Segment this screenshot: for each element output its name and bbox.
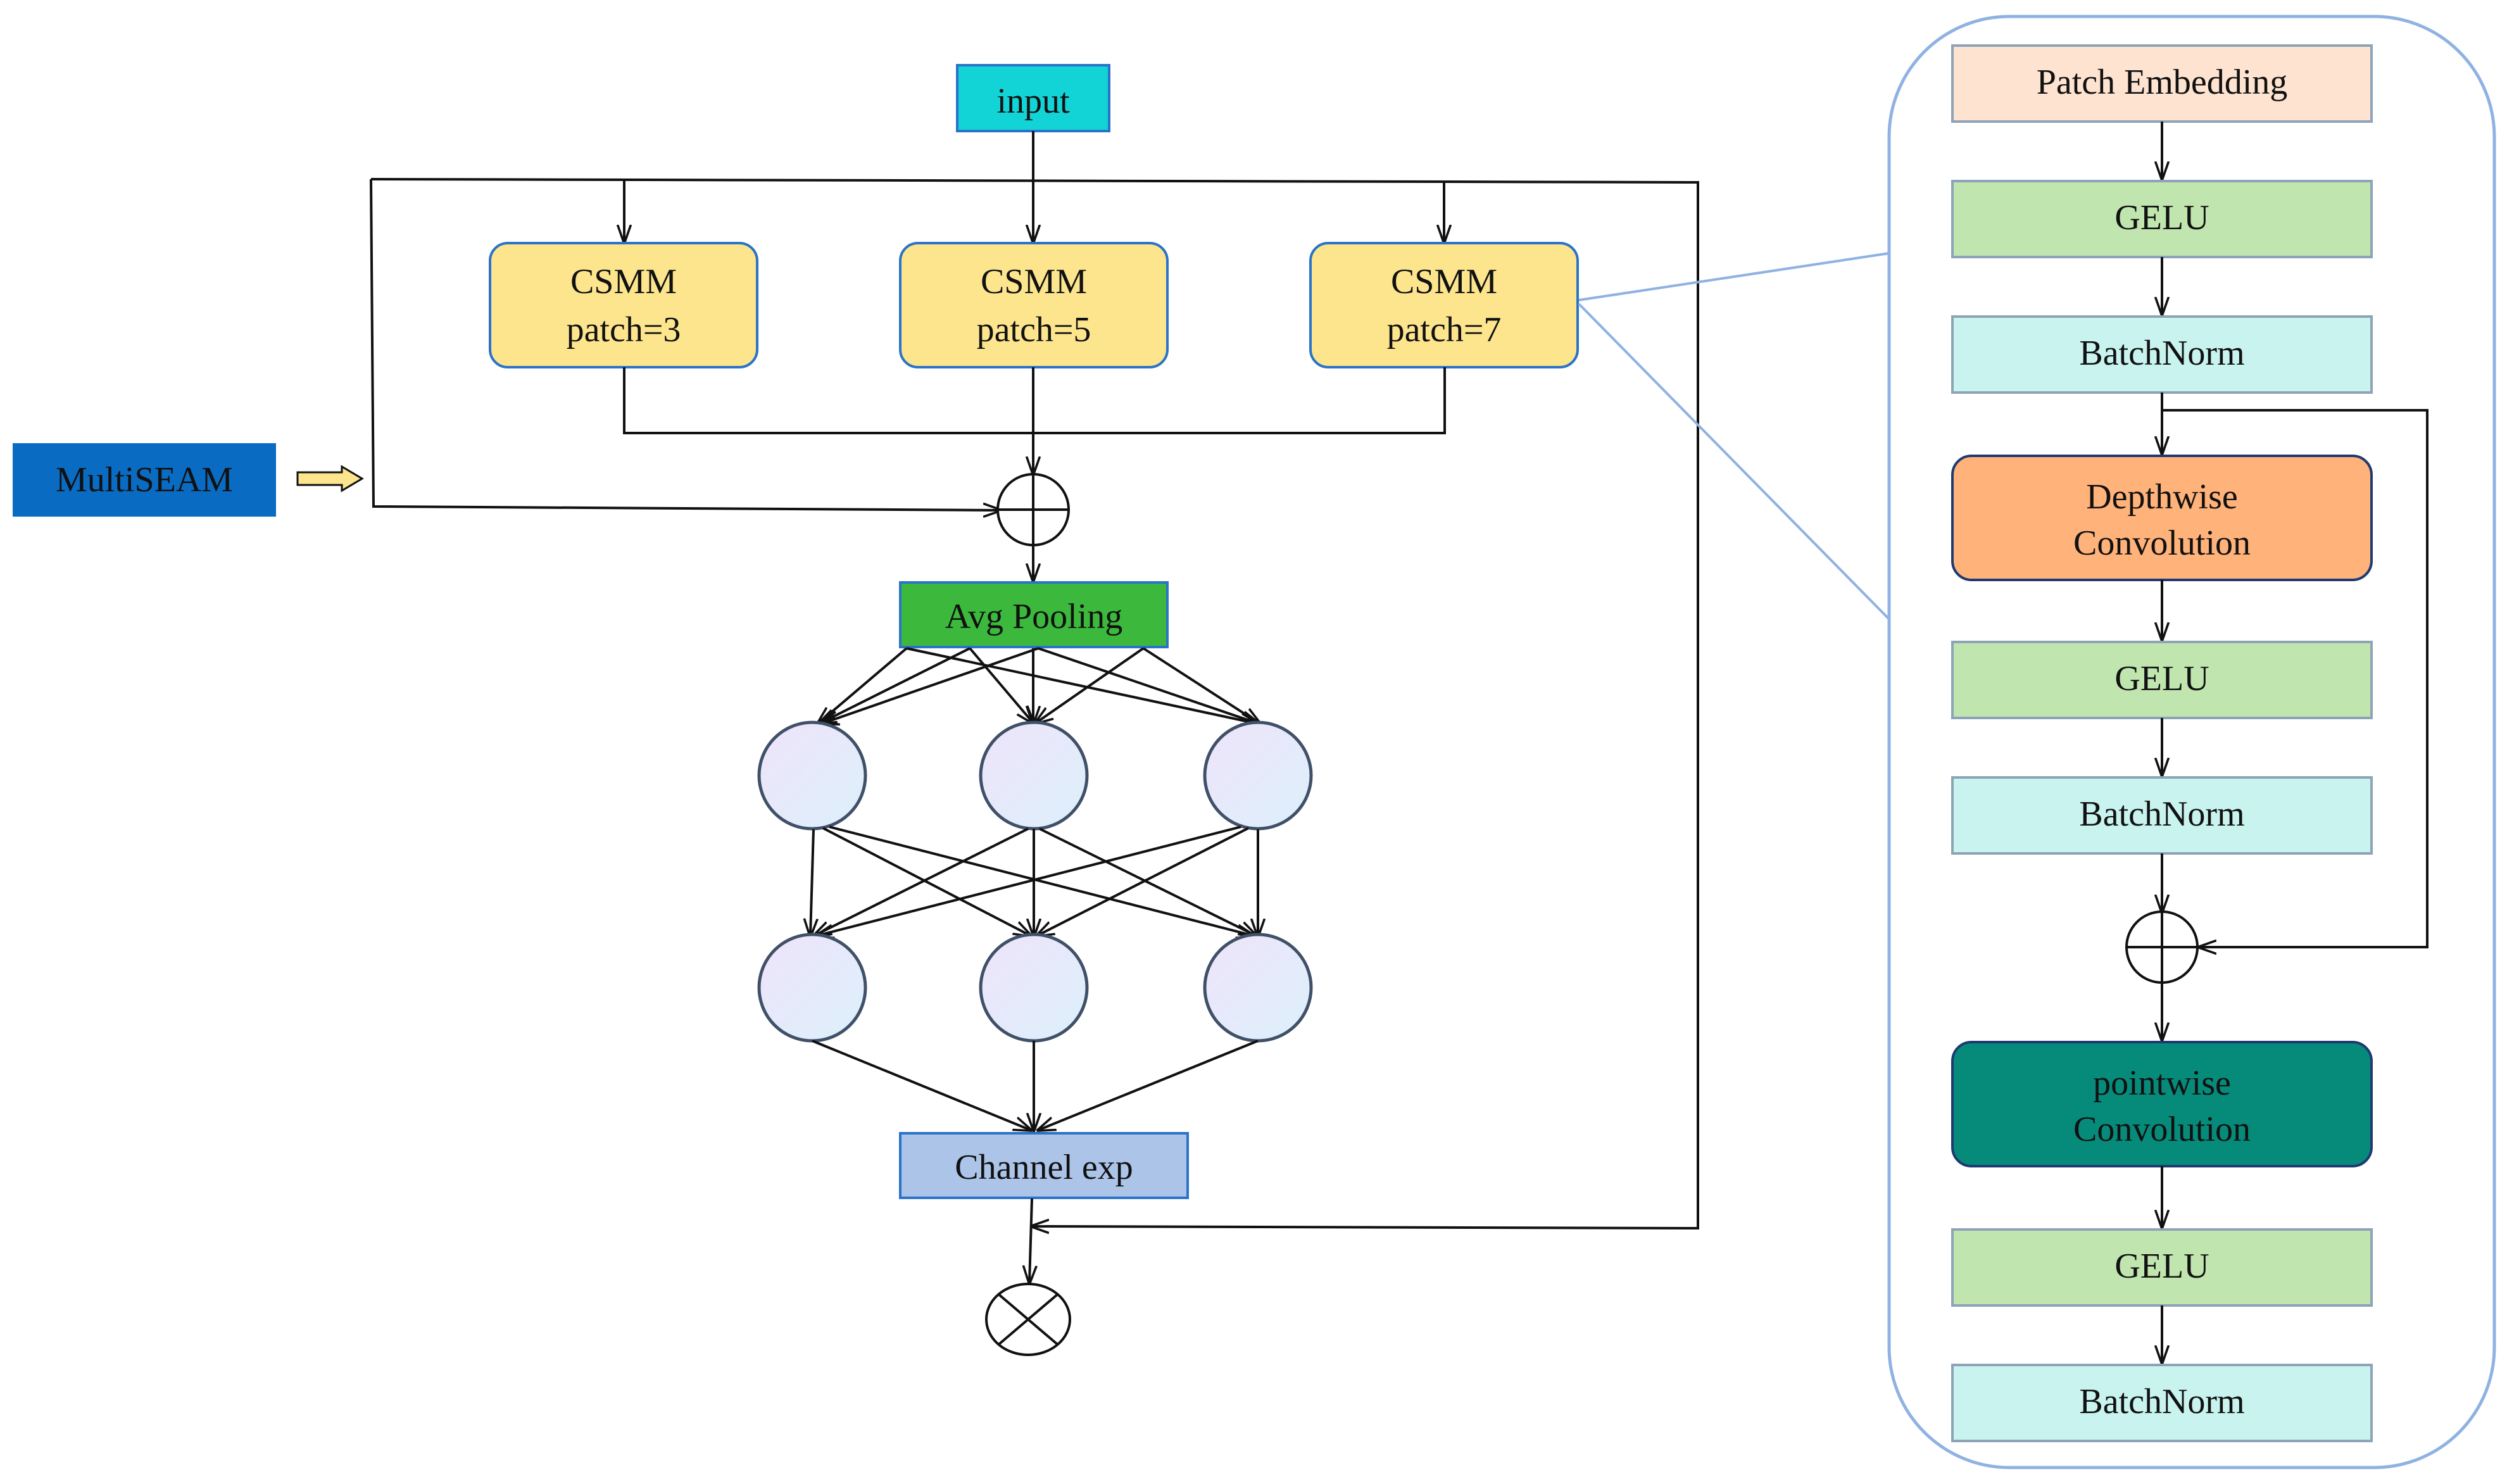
avg-pooling-box [899, 581, 1169, 648]
patch-embedding-box [1951, 44, 2373, 123]
layer1-to-layer2-edges [810, 826, 1258, 936]
hidden-node-1-3 [1203, 720, 1313, 831]
csmm-5-line1: CSMM [981, 262, 1087, 301]
arrow-to-multiply [1029, 1198, 1032, 1283]
avgpool-to-layer1-edges [818, 647, 1260, 724]
hidden-node-1-1 [757, 720, 867, 831]
depthwise-conv-line1: Depthwise [2086, 477, 2238, 517]
gelu-box-1 [1951, 180, 2373, 258]
hidden-node-1-2 [979, 720, 1089, 831]
pointwise-conv-line1: pointwise [2093, 1064, 2231, 1103]
input-label: input [996, 82, 1070, 121]
sum-node [996, 473, 1070, 546]
csmm-7-line2: patch=7 [1387, 310, 1502, 349]
gelu-box-2 [1951, 641, 2373, 719]
batchnorm-box-2 [1951, 776, 2373, 855]
csmm-5-line2: patch=5 [977, 310, 1091, 349]
pointwise-conv-line2: Convolution [2073, 1110, 2251, 1149]
batchnorm-label-2: BatchNorm [2079, 795, 2244, 834]
channel-exp-box [899, 1132, 1189, 1199]
multiply-node [985, 1283, 1071, 1356]
gelu-label-3: GELU [2114, 1247, 2209, 1286]
residual-skip-line [2162, 409, 2428, 947]
left-skip-line [370, 179, 1000, 510]
layer2-to-channel-edges [812, 1040, 1259, 1130]
hidden-node-2-3 [1203, 933, 1313, 1043]
multiseam-arrow [296, 465, 364, 493]
batchnorm-label-1: BatchNorm [2079, 334, 2244, 373]
gelu-box-3 [1951, 1228, 2373, 1307]
right-panel-frame [1887, 15, 2496, 1469]
zoom-connector [1578, 252, 1890, 620]
multiseam-box [13, 443, 276, 517]
outer-bus [370, 178, 1699, 1228]
gelu-label-2: GELU [2114, 659, 2209, 698]
patch-embedding-label: Patch Embedding [2037, 63, 2288, 102]
avg-pooling-label: Avg Pooling [945, 597, 1123, 636]
batchnorm-box-3 [1951, 1364, 2373, 1442]
csmm-3-line2: patch=3 [567, 310, 681, 349]
depthwise-conv-line2: Convolution [2073, 524, 2251, 563]
gelu-label-1: GELU [2114, 198, 2209, 237]
csmm-7-line1: CSMM [1391, 262, 1497, 301]
hidden-node-2-2 [979, 933, 1089, 1043]
batchnorm-box-1 [1951, 315, 2373, 394]
batchnorm-label-3: BatchNorm [2079, 1382, 2244, 1421]
left-module: input CSMM patch=3 CSMM patch=5 CSMM pat… [13, 64, 1699, 1356]
input-box [956, 64, 1110, 132]
residual-add-node [2125, 910, 2199, 984]
channel-exp-label: Channel exp [955, 1148, 1133, 1187]
right-panel: Patch Embedding GELU BatchNorm Depthwise… [1887, 15, 2496, 1469]
multiseam-label: MultiSEAM [56, 460, 233, 500]
csmm-3-line1: CSMM [570, 262, 677, 301]
hidden-node-2-1 [757, 933, 867, 1043]
